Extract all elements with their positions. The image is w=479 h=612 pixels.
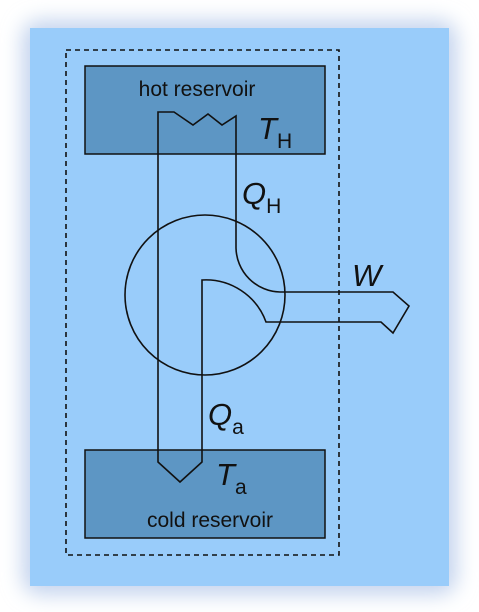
hot-reservoir-temperature: TH (258, 111, 292, 153)
hot-reservoir: hot reservoir TH (84, 65, 326, 155)
heat-in-symbol: Q (242, 176, 266, 211)
heat-out-label: Qa (208, 397, 244, 439)
hot-temperature-symbol: T (258, 111, 279, 146)
cold-reservoir: Ta cold reservoir (84, 449, 326, 539)
hot-temperature-subscript: H (277, 130, 292, 153)
cold-reservoir-box (84, 449, 326, 539)
heat-out-subscript: a (232, 416, 244, 439)
engine-circle (124, 214, 286, 376)
work-label: W (352, 258, 384, 293)
heat-out-symbol: Q (208, 397, 232, 432)
cold-temperature-symbol: T (216, 457, 237, 492)
system-boundary (65, 49, 340, 556)
cold-reservoir-temperature: Ta (216, 457, 247, 499)
heat-flow-band (157, 111, 411, 484)
cold-reservoir-label: cold reservoir (147, 509, 273, 532)
heat-in-subscript: H (266, 195, 281, 218)
heat-in-label: QH (242, 176, 281, 218)
hot-reservoir-label: hot reservoir (139, 78, 256, 101)
hot-reservoir-box (84, 65, 326, 155)
cold-temperature-subscript: a (235, 476, 247, 499)
